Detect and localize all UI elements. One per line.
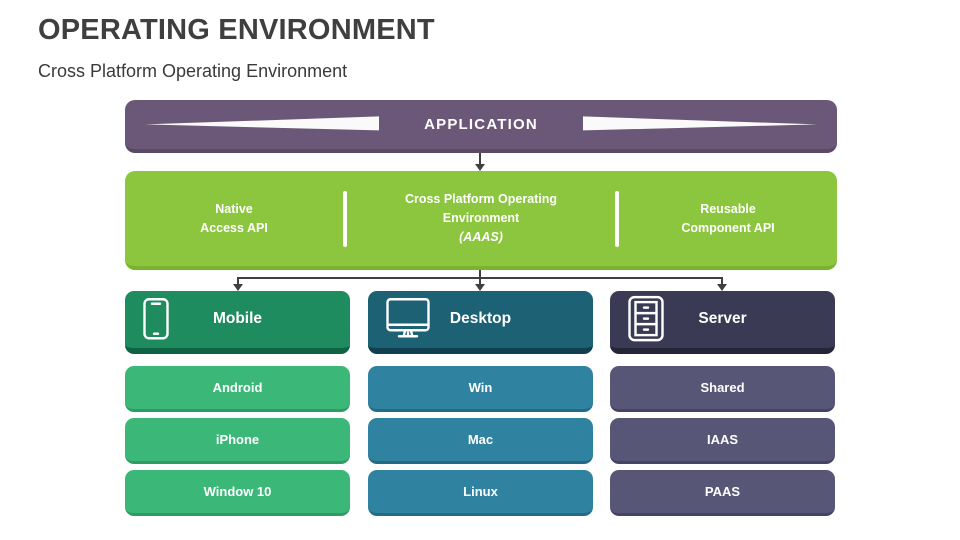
platform-item-linux: Linux bbox=[368, 470, 593, 516]
monitor-icon bbox=[386, 297, 430, 339]
branch-drop-desktop bbox=[479, 277, 481, 285]
left-accent-line-icon bbox=[145, 114, 379, 132]
down-arrowhead-icon bbox=[475, 284, 485, 291]
section-line: Native bbox=[215, 201, 253, 216]
platform-item-mac: Mac bbox=[368, 418, 593, 464]
branch-drop-mobile bbox=[237, 277, 239, 285]
server-header: Server bbox=[610, 291, 835, 354]
section-line: Access API bbox=[200, 220, 268, 235]
application-banner: APPLICATION bbox=[125, 100, 837, 153]
section-line: Reusable bbox=[700, 201, 756, 216]
platform-item-win: Win bbox=[368, 366, 593, 412]
right-accent-line-icon bbox=[583, 114, 817, 132]
branch-stem-connector bbox=[479, 270, 481, 278]
mobile-header-label: Mobile bbox=[212, 309, 263, 327]
platform-item-iaas: IAAS bbox=[610, 418, 835, 464]
section-line: Cross Platform Operating bbox=[404, 192, 558, 206]
smartphone-icon bbox=[143, 297, 169, 339]
server-header-label: Server bbox=[698, 309, 747, 327]
platform-item-paas: PAAS bbox=[610, 470, 835, 516]
reusable-component-api-section: Reusable Component API bbox=[619, 200, 837, 238]
app-to-platform-connector bbox=[479, 153, 481, 165]
page-title: OPERATING ENVIRONMENT bbox=[38, 14, 435, 46]
section-divider bbox=[343, 190, 347, 247]
page-subtitle: Cross Platform Operating Environment bbox=[38, 61, 348, 81]
cross-platform-section: Cross Platform Operating Environment (AA… bbox=[347, 190, 615, 247]
mobile-header: Mobile bbox=[125, 291, 350, 354]
section-line: Environment bbox=[442, 211, 520, 225]
down-arrowhead-icon bbox=[475, 164, 485, 171]
section-line: Component API bbox=[681, 220, 775, 235]
section-divider bbox=[615, 190, 619, 247]
platform-item-iphone: iPhone bbox=[125, 418, 350, 464]
down-arrowhead-icon bbox=[717, 284, 727, 291]
desktop-header-label: Desktop bbox=[449, 309, 512, 327]
down-arrowhead-icon bbox=[233, 284, 243, 291]
platform-item-window10: Window 10 bbox=[125, 470, 350, 516]
desktop-header: Desktop bbox=[368, 291, 593, 354]
server-icon bbox=[628, 295, 664, 341]
platform-item-android: Android bbox=[125, 366, 350, 412]
native-access-api-section: Native Access API bbox=[125, 200, 343, 238]
application-label: APPLICATION bbox=[424, 115, 538, 133]
branch-drop-server bbox=[721, 277, 723, 285]
section-line: (AAAS) bbox=[459, 230, 503, 244]
platform-banner: Native Access API Cross Platform Operati… bbox=[125, 171, 837, 270]
platform-item-shared: Shared bbox=[610, 366, 835, 412]
